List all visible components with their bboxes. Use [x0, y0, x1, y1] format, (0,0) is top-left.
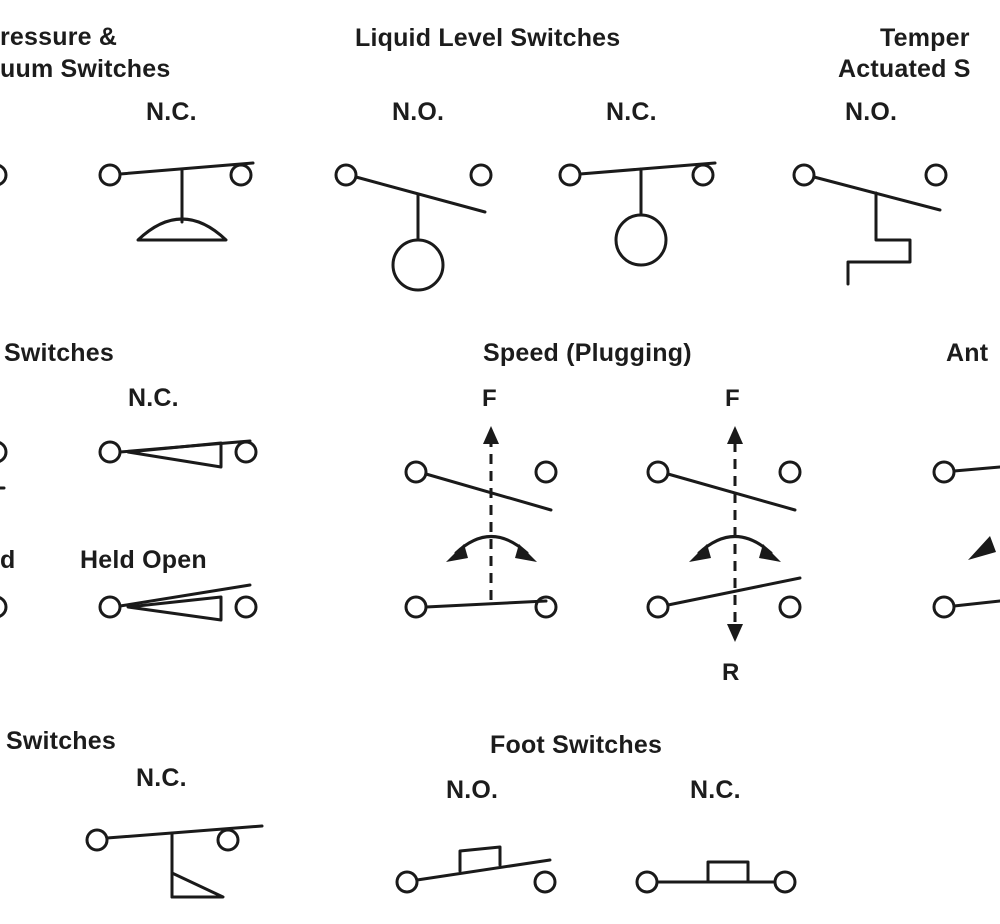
pressure-nc-switch-symbol: [98, 161, 255, 242]
foot-no-label: N.O.: [446, 776, 499, 804]
liquid-nc-switch-symbol: [558, 161, 717, 267]
left-middle-no-switch-symbol-partial: [0, 441, 8, 618]
left-middle-title: Switches: [4, 339, 114, 367]
temperature-title-line2: Actuated S: [838, 55, 971, 83]
speed-r-label: R: [722, 659, 740, 686]
foot-nc-switch-symbol: [635, 860, 797, 894]
speed-plugging-title: Speed (Plugging): [483, 339, 692, 367]
left-bottom-nc-switch-symbol: [85, 824, 264, 899]
speed-f-label-1: F: [482, 385, 497, 412]
temperature-no-label: N.O.: [845, 98, 898, 126]
liquid-no-switch-symbol: [334, 163, 493, 292]
liquid-no-label: N.O.: [392, 98, 445, 126]
held-open-label: Held Open: [80, 546, 207, 574]
held-open-switch-symbol: [98, 583, 258, 622]
foot-no-switch-symbol: [395, 845, 557, 894]
left-middle-nc-label: N.C.: [128, 384, 179, 412]
foot-switches-title: Foot Switches: [490, 731, 663, 759]
left-bottom-nc-label: N.C.: [136, 764, 187, 792]
pressure-title-line1: ressure &: [0, 23, 118, 51]
left-middle-nc-switch-symbol: [98, 439, 258, 469]
foot-nc-label: N.C.: [690, 776, 741, 804]
anti-plug-title-fragment: Ant: [946, 339, 989, 367]
left-bottom-title: Switches: [6, 727, 116, 755]
speed-plugging-switch-symbol-left: [404, 426, 558, 619]
liquid-nc-label: N.C.: [606, 98, 657, 126]
pressure-title-line2: uum Switches: [0, 55, 171, 83]
held-closed-fragment: d: [0, 546, 16, 574]
temperature-title-line1: Temper: [880, 24, 970, 52]
temperature-no-switch-symbol: [792, 163, 948, 286]
liquid-level-title: Liquid Level Switches: [355, 24, 621, 52]
pressure-nc-label: N.C.: [146, 98, 197, 126]
speed-plugging-switch-symbol-right: [646, 426, 802, 642]
speed-f-label-2: F: [725, 385, 740, 412]
pressure-no-switch-symbol-partial: [0, 164, 8, 186]
anti-plug-switch-symbol-partial: [932, 460, 1000, 619]
